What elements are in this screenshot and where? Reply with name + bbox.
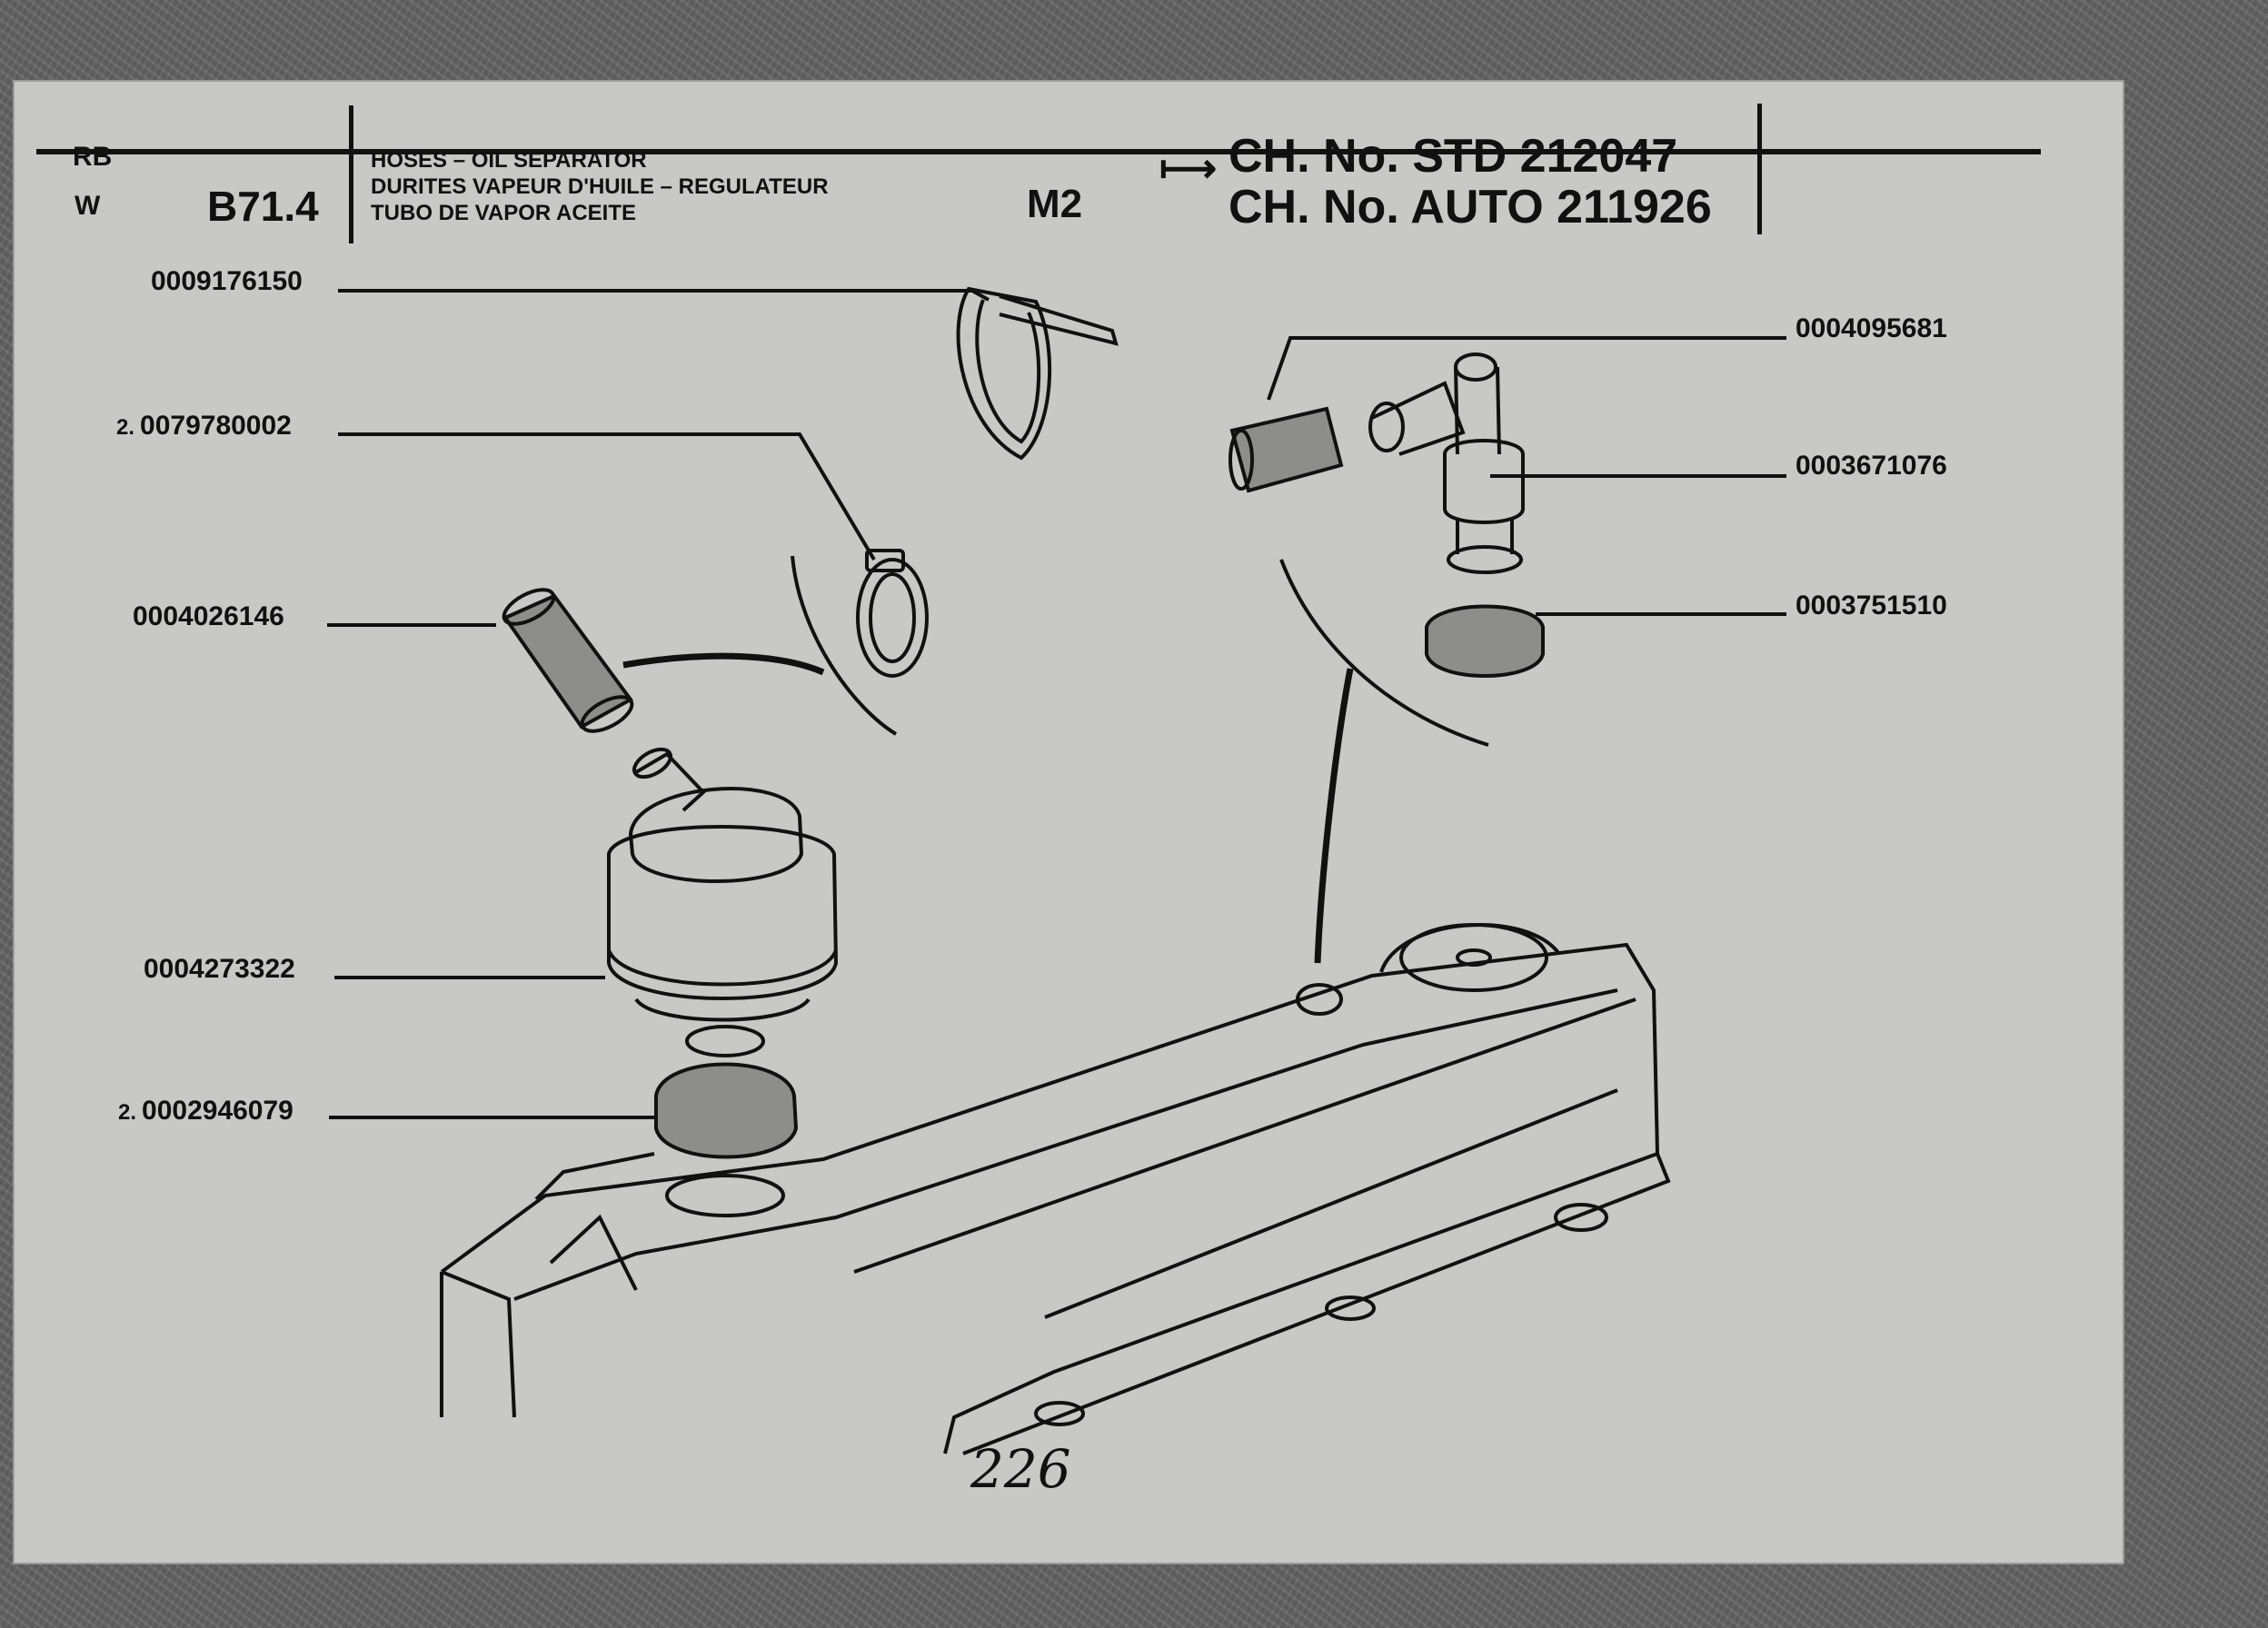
part-label: 0009176150: [151, 266, 303, 296]
part-label: 2.0002946079: [118, 1096, 293, 1126]
section-code: B71.4: [207, 183, 319, 230]
chassis-auto: CH. No. AUTO 211926: [1228, 181, 1712, 233]
desc-line-es: TUBO DE VAPOR ACEITE: [371, 201, 637, 225]
desc-line-fr: DURITES VAPEUR D'HUILE – REGULATEUR: [371, 174, 829, 199]
part-label: 2.0079780002: [116, 411, 292, 441]
header-code-bottom: W: [75, 191, 101, 221]
chassis-std: CH. No. STD 212047: [1228, 130, 1678, 183]
header-divider-1: [349, 105, 353, 243]
chassis-numbers: CH. No. STD 212047 CH. No. AUTO 211926: [1228, 131, 1712, 233]
header-code-top: RB: [73, 142, 113, 172]
header-description: HOSES – OIL SEPARATOR DURITES VAPEUR D'H…: [371, 147, 829, 226]
part-label: 0004273322: [144, 954, 295, 984]
model-code: M2: [1027, 182, 1083, 226]
part-label: 0003751510: [1796, 591, 1947, 620]
part-label: 0003671076: [1796, 451, 1947, 481]
header-divider-2: [1757, 104, 1762, 234]
part-label: 0004026146: [133, 601, 284, 631]
page-number: 226: [970, 1438, 1071, 1500]
parts-catalog-sheet: [13, 80, 2124, 1564]
part-label: 0004095681: [1796, 313, 1947, 343]
header-rule: [36, 149, 2041, 154]
